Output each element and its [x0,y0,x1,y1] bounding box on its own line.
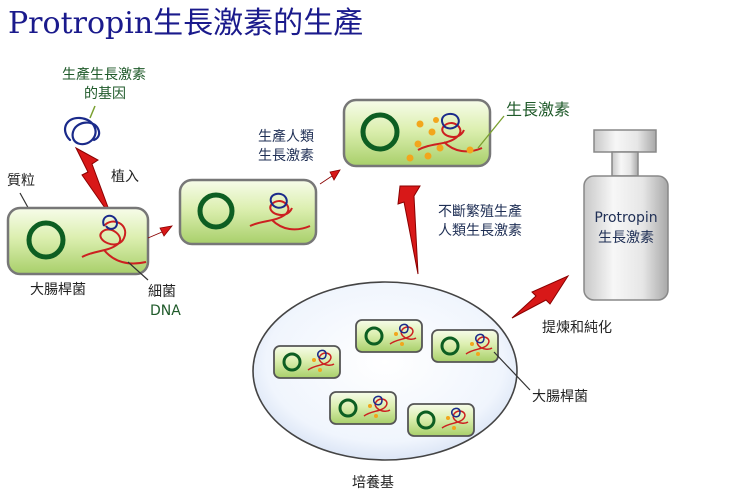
reproduce-label-line1: 不斷繁殖生產 [438,203,522,220]
bacterial-dna-icon [249,200,311,231]
growth-hormone-label: 生長激素 [506,100,570,119]
ecoli-label: 大腸桿菌 [30,282,86,298]
bottle-label-line1: Protropin [594,210,657,226]
purify-label: 提煉和純化 [542,320,612,336]
growth-hormone-gene-icon [63,116,101,146]
purify-arrow [511,274,570,319]
inserted-gene-icon [269,192,288,209]
mini-ecoli-cell [273,345,341,379]
bacterial-dna-icon [81,220,147,265]
dna-leader-line [127,261,149,281]
human-gh-label-line2: 生長激素 [258,147,314,164]
protropin-bottle [583,129,669,301]
ecoli-in-medium-label: 大腸桿菌 [532,389,588,405]
arrow-cell1-to-cell2 [147,225,173,239]
mini-ecoli-cell [329,391,397,425]
inserted-gene-icon [441,112,460,130]
plasmid-ring-icon [26,220,66,260]
arrow-to-culture [397,185,421,275]
mini-ecoli-cell [407,403,475,437]
plasmid-ring-icon [197,192,235,230]
plasmid-ring-icon [360,112,400,152]
bacterial-dna-label-line1: 細菌 [148,284,176,300]
gene-label-line1: 生產生長激素 [62,66,146,83]
culture-medium-label: 培養基 [352,474,394,491]
mini-ecoli-cell [355,319,423,353]
ecoli-cell [6,206,150,276]
bottle-label-line2: 生長激素 [598,229,654,246]
medium-ecoli-leader-line [493,351,531,391]
insert-label: 植入 [111,169,139,185]
gene-label-line2: 的基因 [84,85,126,102]
reproduce-label-line2: 人類生長激素 [438,222,522,239]
hormone-molecules-icon [406,117,474,162]
bacterial-dna-label-line2: DNA [150,303,181,319]
arrow-cell2-to-cell3 [319,169,341,185]
hormone-producing-cell [342,98,492,168]
page-title: Protropin生長激素的生產 [8,6,363,41]
human-gh-label-line1: 生產人類 [258,128,314,145]
inserted-gene-icon [102,214,118,230]
hormone-leader-line [477,115,505,149]
gene-leader-line [89,105,96,119]
recombinant-cell [178,178,318,246]
mini-ecoli-cell [431,329,499,363]
plasmid-label: 質粒 [7,173,35,189]
